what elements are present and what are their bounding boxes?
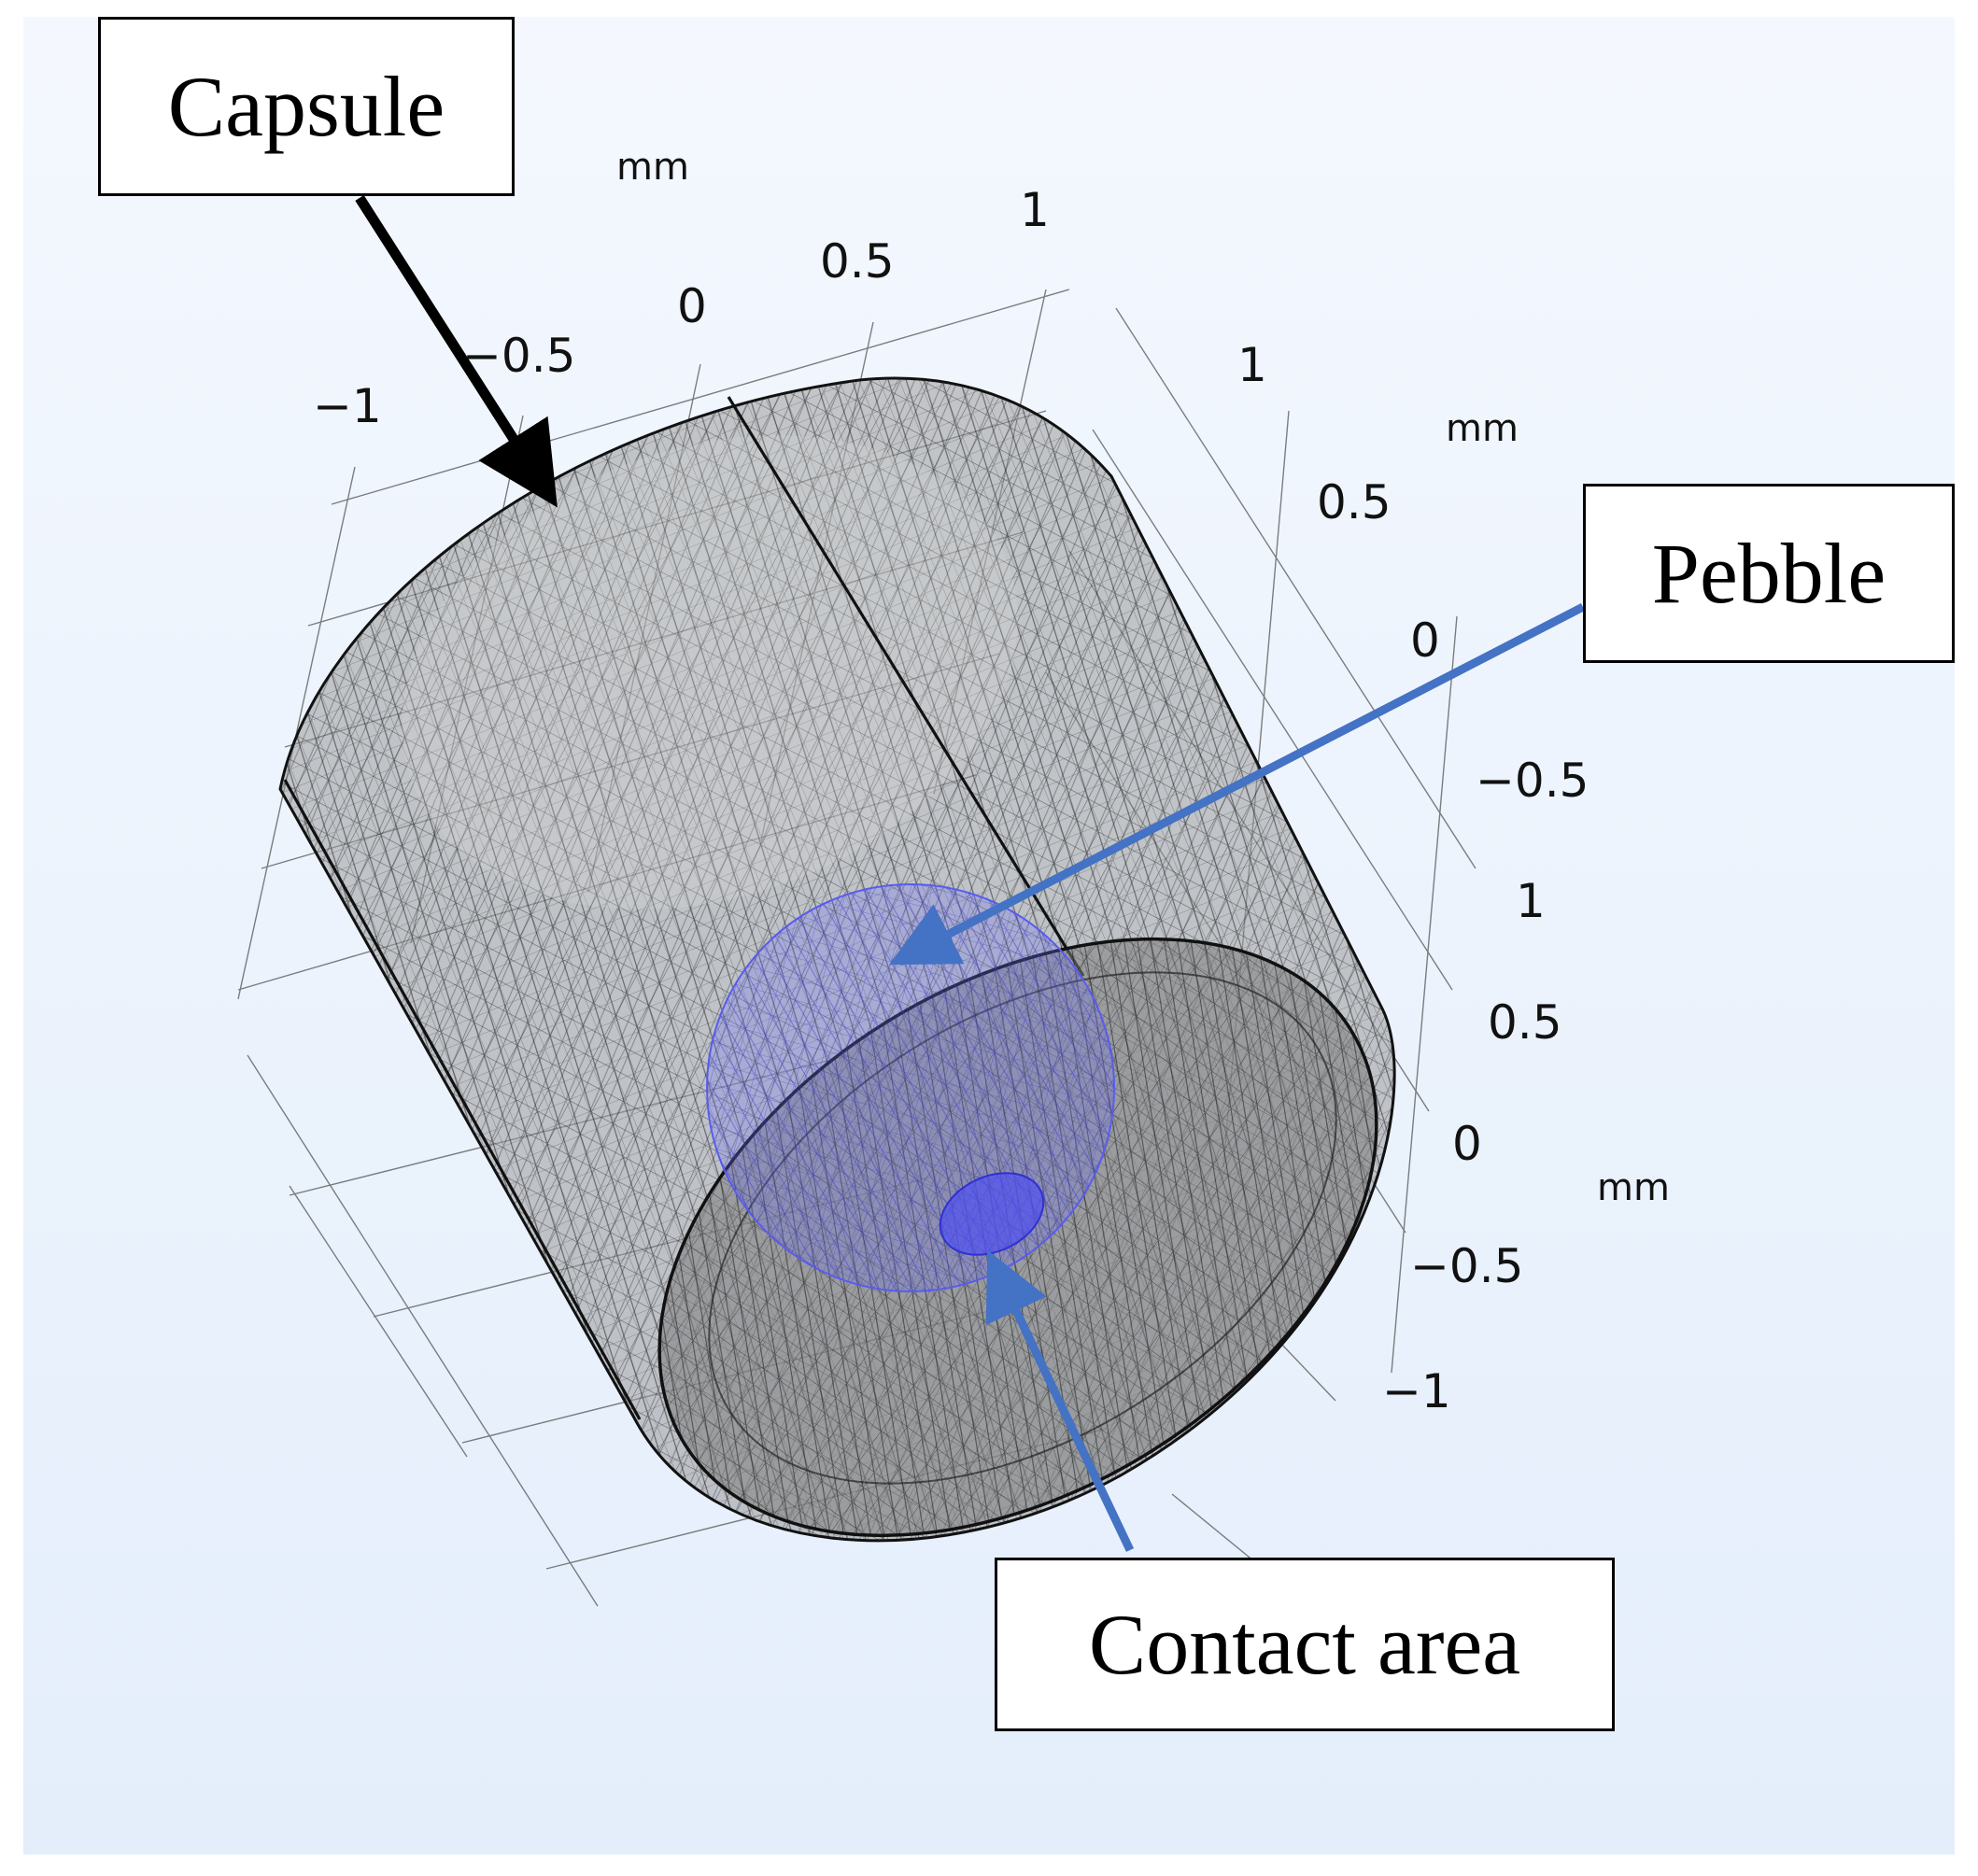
capsule-body bbox=[278, 376, 1396, 1543]
pebble-label: Pebble bbox=[1651, 526, 1886, 621]
axis-right-unit: mm bbox=[1446, 407, 1519, 450]
axis-vertical-tick: 0.5 bbox=[1488, 995, 1562, 1050]
contact-area-callout: Contact area bbox=[995, 1558, 1615, 1731]
axis-top-tick: −1 bbox=[313, 379, 382, 433]
axis-right-labels: 1 mm 0.5 0 −0.5 bbox=[1237, 338, 1589, 808]
axis-top-tick: 0 bbox=[677, 279, 707, 333]
capsule-arrow bbox=[355, 195, 558, 508]
pebble-arrow bbox=[889, 603, 1586, 966]
axis-top-labels: mm −1 −0.5 0 0.5 1 bbox=[313, 146, 1050, 433]
axis-vertical-tick: −0.5 bbox=[1410, 1239, 1523, 1293]
axis-vertical-unit: mm bbox=[1597, 1166, 1670, 1209]
contact-area-patch bbox=[939, 1172, 1045, 1256]
axis-vertical-tick: 0 bbox=[1452, 1117, 1482, 1171]
axis-top-unit: mm bbox=[616, 146, 689, 189]
axis-vertical-labels: 1 0.5 0 mm −0.5 −1 bbox=[1382, 874, 1670, 1418]
axis-right-tick: 0 bbox=[1410, 614, 1440, 668]
capsule-label: Capsule bbox=[167, 59, 445, 154]
axis-vertical-tick: −1 bbox=[1382, 1364, 1451, 1418]
axis-top-tick: −0.5 bbox=[462, 329, 575, 383]
capsule-callout: Capsule bbox=[98, 17, 515, 196]
axis-right-tick: 0.5 bbox=[1317, 475, 1392, 529]
axis-right-tick: 1 bbox=[1237, 338, 1267, 392]
pebble-callout: Pebble bbox=[1583, 484, 1955, 663]
pebble-sphere bbox=[706, 883, 1115, 1292]
axis-vertical-tick: 1 bbox=[1516, 874, 1546, 928]
axis-top-tick: 0.5 bbox=[820, 234, 895, 289]
contact-area-label: Contact area bbox=[1088, 1597, 1521, 1692]
axis-top-tick: 1 bbox=[1020, 183, 1050, 237]
axis-right-tick: −0.5 bbox=[1476, 754, 1589, 808]
contact-area-arrow bbox=[985, 1249, 1135, 1552]
